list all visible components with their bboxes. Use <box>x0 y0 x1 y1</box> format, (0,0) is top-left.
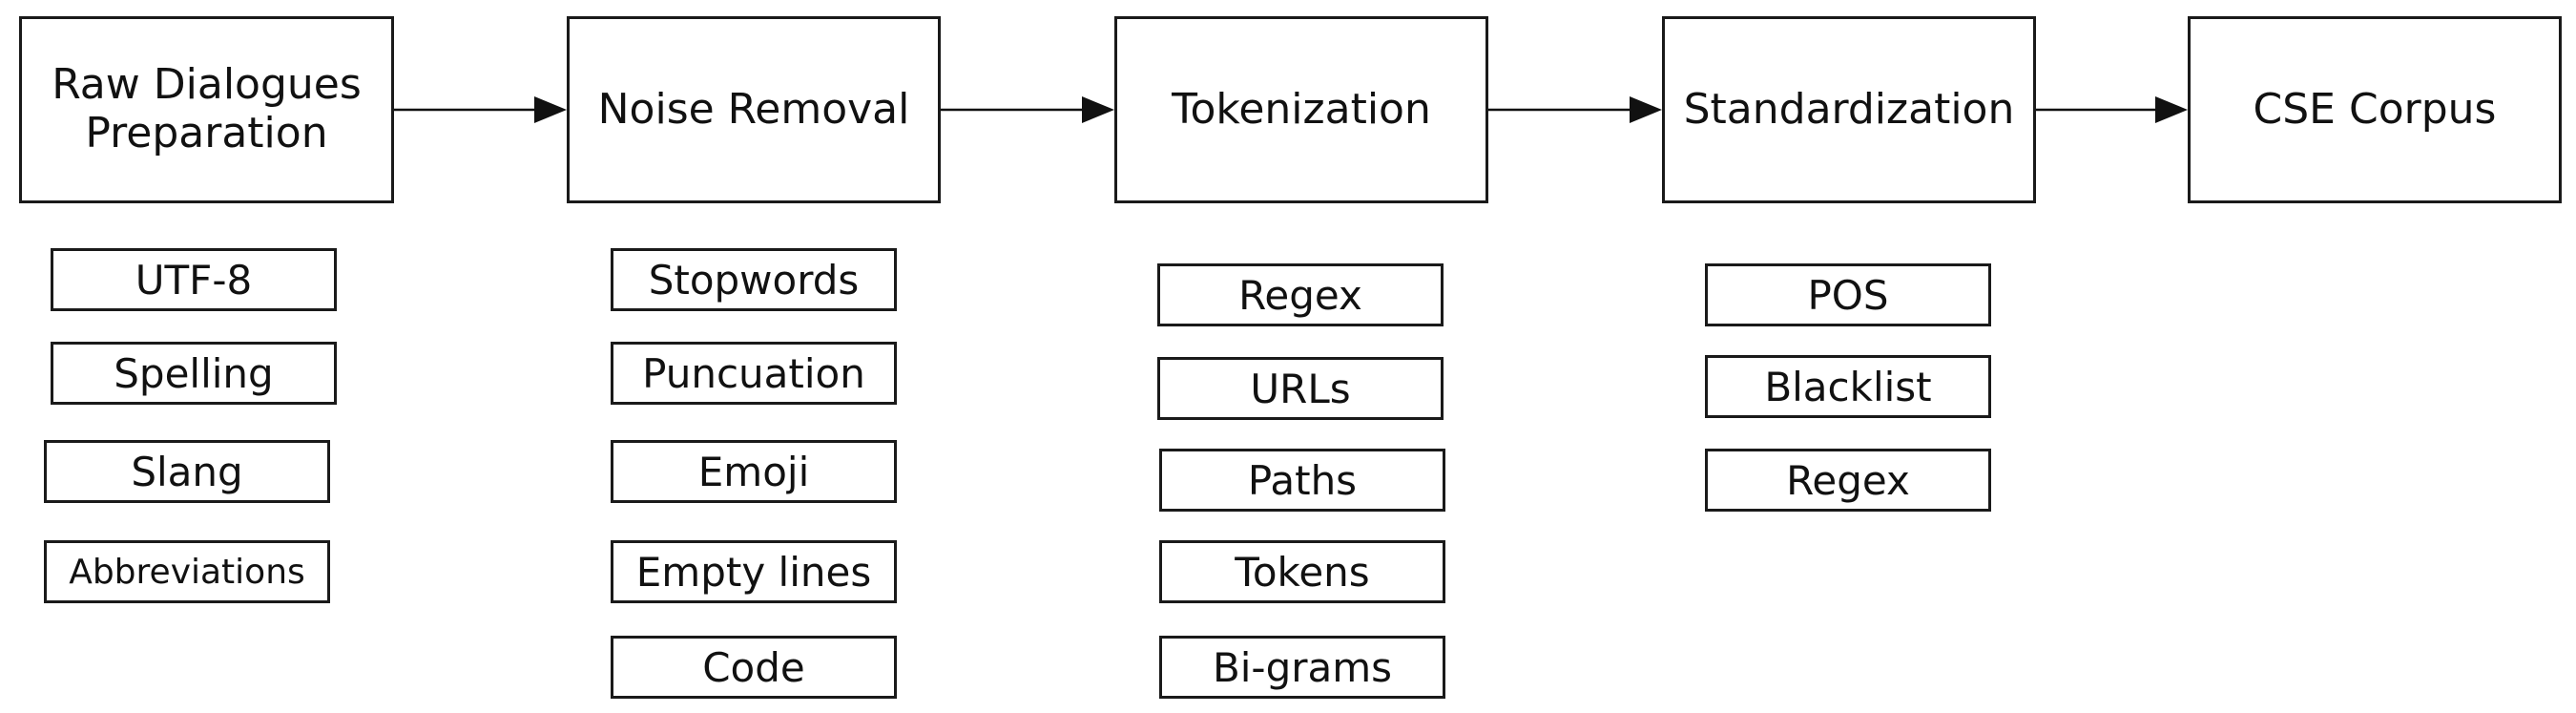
step-label: Abbreviations <box>69 552 305 592</box>
step-bi-grams: Bi-grams <box>1159 636 1445 699</box>
step-blacklist: Blacklist <box>1705 355 1991 418</box>
step-label: Slang <box>131 448 243 495</box>
stage-noise-removal: Noise Removal <box>567 16 941 203</box>
stage-tokenization: Tokenization <box>1114 16 1488 203</box>
step-slang: Slang <box>44 440 330 503</box>
step-abbreviations: Abbreviations <box>44 540 330 603</box>
step-label: Regex <box>1786 456 1910 504</box>
stage-label: Standardization <box>1683 84 2015 134</box>
step-emoji: Emoji <box>611 440 897 503</box>
step-urls: URLs <box>1157 357 1444 420</box>
step-label: UTF-8 <box>135 256 253 304</box>
step-label: Empty lines <box>635 548 872 596</box>
step-pos: POS <box>1705 263 1991 326</box>
step-label: Emoji <box>697 448 810 495</box>
step-regex: Regex <box>1705 449 1991 512</box>
step-code: Code <box>611 636 897 699</box>
stage-standardization: Standardization <box>1662 16 2036 203</box>
stage-label: Noise Removal <box>597 84 910 134</box>
step-label: Paths <box>1247 456 1358 504</box>
arrow-raw-to-noise <box>394 96 567 123</box>
stage-label: Tokenization <box>1172 84 1431 134</box>
step-stopwords: Stopwords <box>611 248 897 311</box>
step-label: Code <box>702 643 805 691</box>
arrow-standardization-to-corpus <box>2036 96 2188 123</box>
step-label: Regex <box>1238 271 1362 319</box>
step-empty-lines: Empty lines <box>611 540 897 603</box>
step-paths: Paths <box>1159 449 1445 512</box>
arrow-noise-to-tokenization <box>941 96 1114 123</box>
step-label: Tokens <box>1235 548 1370 596</box>
stage-label: Raw Dialogues Preparation <box>52 60 362 157</box>
step-utf8: UTF-8 <box>51 248 337 311</box>
step-puncuation: Puncuation <box>611 342 897 405</box>
stage-raw-dialogues-preparation: Raw Dialogues Preparation <box>19 16 394 203</box>
step-label: Puncuation <box>642 349 865 397</box>
stage-label: CSE Corpus <box>2253 84 2497 134</box>
step-spelling: Spelling <box>51 342 337 405</box>
stage-cse-corpus: CSE Corpus <box>2188 16 2562 203</box>
step-label: Blacklist <box>1764 363 1932 410</box>
step-label: URLs <box>1250 365 1351 412</box>
step-label: Stopwords <box>648 256 860 304</box>
arrow-tokenization-to-standardization <box>1488 96 1662 123</box>
step-tokens: Tokens <box>1159 540 1445 603</box>
step-regex: Regex <box>1157 263 1444 326</box>
step-label: Bi-grams <box>1212 643 1393 691</box>
step-label: Spelling <box>114 349 274 397</box>
step-label: POS <box>1807 271 1889 319</box>
